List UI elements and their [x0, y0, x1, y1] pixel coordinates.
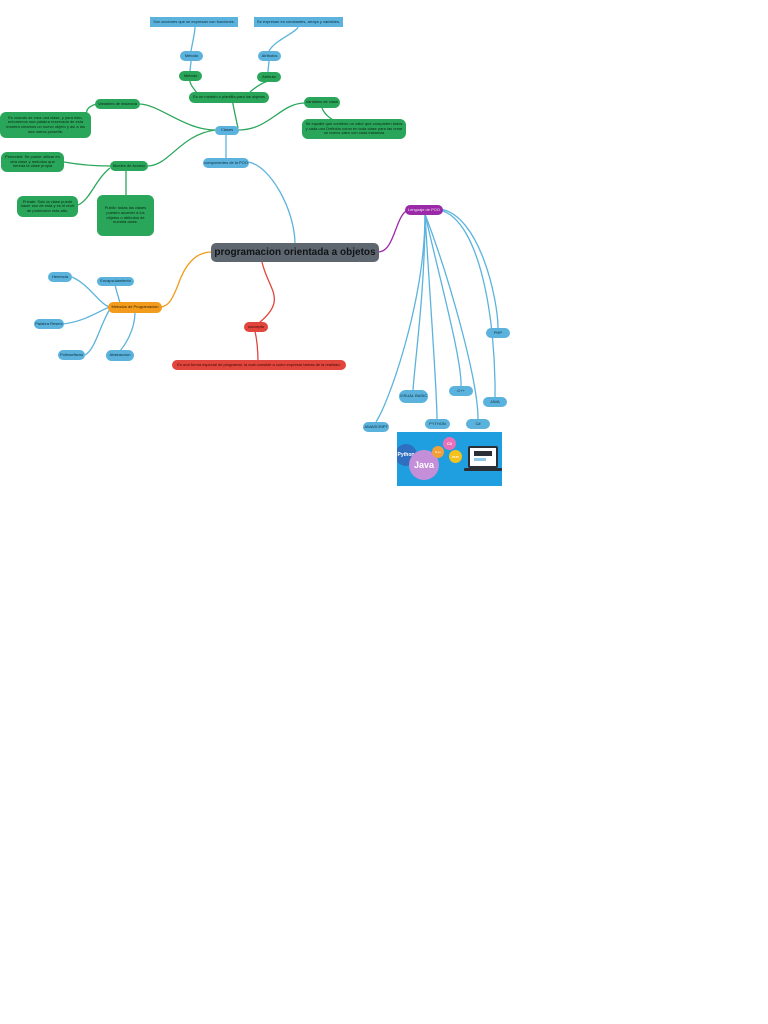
node-c-plus[interactable]: C++: [449, 386, 473, 396]
node-encapsulamiento[interactable]: Encapsulamiento: [97, 277, 134, 286]
node-modelo-plantilla[interactable]: Es un modelo o plantilla para los objeto…: [189, 92, 269, 103]
cplus-logo-bubble: C++: [432, 446, 444, 458]
node-public[interactable]: Public: todas las clases pueden acceder …: [97, 195, 154, 236]
node-c-sharp[interactable]: C#: [466, 419, 490, 429]
node-palabra-reservada[interactable]: Palabra Reserv: [34, 319, 64, 329]
node-atributo-desc[interactable]: Se expresan en constantes, arrays y vari…: [254, 17, 343, 27]
node-variables-clase[interactable]: Variables de clase: [304, 97, 340, 108]
root-topic[interactable]: programacion orientada a objetos: [211, 243, 379, 262]
node-atributo-label[interactable]: Atributos: [258, 51, 281, 61]
node-protected[interactable]: Protected: Se puede utilizar en otra cla…: [1, 152, 64, 172]
node-php[interactable]: PHP: [486, 328, 510, 338]
node-python[interactable]: PYTHON: [425, 419, 450, 429]
node-concepto-desc[interactable]: Es una forma especial de programar, la c…: [172, 360, 346, 370]
node-concepto[interactable]: concepto: [244, 322, 268, 332]
node-variables-clase-desc[interactable]: Se equalle que contiene un valor que com…: [302, 119, 406, 139]
laptop-base: [464, 468, 502, 471]
node-metodo-desc[interactable]: Son acciones que se expresan con funcion…: [150, 17, 238, 27]
php-logo-bubble: PHP: [449, 450, 462, 463]
node-visual-basic[interactable]: VISUAL BASIC: [399, 390, 428, 403]
node-lenguaje-poo[interactable]: Lenguaje de POO: [405, 205, 443, 215]
node-javascript[interactable]: JAVASCRIPT: [363, 422, 389, 432]
laptop-icon: [468, 446, 498, 468]
node-variables-instancia[interactable]: Variables de instancia: [95, 99, 140, 109]
node-metodo[interactable]: Metodo: [179, 71, 202, 81]
languages-illustration: Python Java C++ C# PHP: [397, 432, 502, 486]
node-atributo[interactable]: Atributo: [257, 72, 281, 82]
node-niveles-acceso[interactable]: Niveles de Acceso: [110, 161, 148, 171]
node-componentes-poo[interactable]: componentes de la POO: [203, 158, 249, 168]
node-herencia[interactable]: Herencia: [48, 272, 72, 282]
node-private[interactable]: Private: Solo la clase puede hacer uso d…: [17, 196, 78, 217]
node-abstraccion[interactable]: Abstraccion: [106, 350, 134, 361]
node-polimorfismo[interactable]: Polimorfismo: [58, 350, 85, 360]
node-metodos-programacion[interactable]: Metodos de Programacion: [108, 302, 162, 313]
node-java[interactable]: JAVA: [483, 397, 507, 407]
node-clases[interactable]: Clases: [215, 126, 239, 135]
csharp-logo-bubble: C#: [443, 437, 456, 450]
node-metodo-label[interactable]: Metodo: [180, 51, 203, 61]
node-variables-instancia-desc[interactable]: Es cuando se crea una clase, y para esto…: [0, 112, 91, 138]
